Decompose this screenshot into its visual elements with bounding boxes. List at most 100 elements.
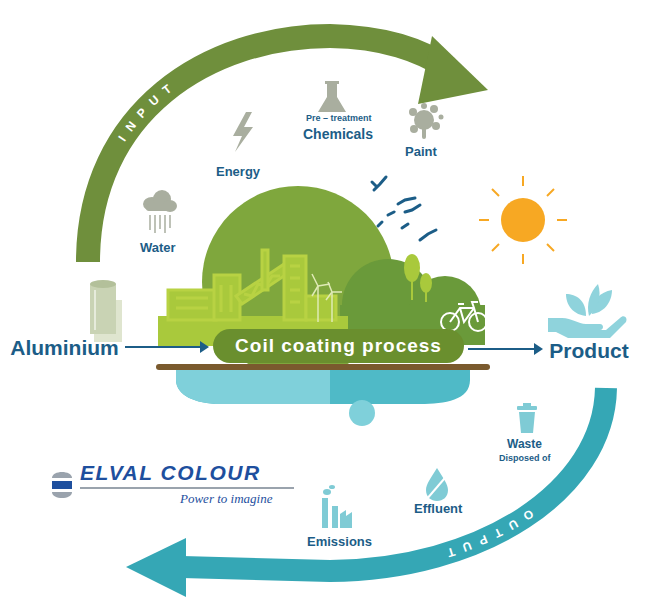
birds [372,177,436,240]
input-label: Water [140,241,176,255]
effluent-drop-icon [426,468,450,501]
flask-icon [318,81,346,112]
water-pool-part [176,370,470,404]
rain-cloud-icon-part [169,215,171,228]
aluminium-roll-icon-part [90,284,116,334]
factory-buildings-part [290,289,300,292]
sun-part [522,254,524,264]
input-label: Pre – treatment [306,114,372,124]
birds-part [398,198,415,204]
birds-part [402,224,408,228]
factory-buildings-part [262,250,268,290]
output-label: Waste [507,438,542,451]
sun-part [547,244,554,251]
aluminium-roll-icon-part [94,290,96,330]
sun-part [522,176,524,186]
factory-buildings-part [168,290,216,320]
emissions-factory-icon-part [322,498,328,528]
logo-mark-part [52,481,72,489]
factory-buildings-part [290,277,300,280]
factory-buildings-part [230,285,233,312]
arrow-head [534,343,543,355]
sun-part [492,244,499,251]
input-arrow-part [418,36,488,104]
waste-bin-icon [517,403,537,433]
waste-bin-icon-part [519,412,535,433]
birds-part [388,212,394,215]
paint-splat-icon-part [439,115,444,120]
birds-part [405,205,420,212]
emissions-factory-icon-part [332,506,338,528]
water-pool [176,370,470,426]
logo-text: ELVAL COLOUR [80,461,261,484]
factory-buildings [168,250,336,320]
paint-splat-icon [409,103,444,139]
sun-part [547,189,554,196]
birds-part [420,230,436,240]
birds-part [374,177,386,190]
paint-splat-icon-part [409,108,417,116]
sun-part [479,219,489,221]
process-band: Coil coating process [213,329,464,363]
sun-part [492,189,499,196]
wind-turbines-part [331,292,333,322]
output-label: Disposed of [499,454,551,464]
aluminium-roll-icon-part [94,300,122,342]
paint-splat-icon-part [421,103,427,109]
logo-mark-part [52,472,72,478]
landscape [158,186,485,378]
rain-cloud-icon-part [150,215,170,233]
water-pool-part [176,370,330,404]
waste-bin-icon-part [523,403,531,406]
paint-splat-icon-part [422,127,426,139]
rain-cloud-icon [143,190,177,233]
sun [479,176,567,264]
aluminium-roll-icon-part [90,280,116,288]
wind-turbines [312,274,342,322]
sun-part [557,219,567,221]
input-label: Chemicals [303,127,373,142]
bicycle-part [450,302,478,322]
effluent-drop-icon-part [426,472,450,500]
flow-connector [125,346,201,348]
product-hand-icon-part [566,294,586,316]
product-hand-icon [548,284,627,338]
node-text: Product [549,339,629,363]
factory-buildings-part [176,297,208,300]
sun-part [501,198,545,242]
birds-part [372,182,376,186]
emissions-factory-icon-part [323,489,331,495]
rain-cloud-icon-part [149,215,151,230]
rain-cloud-icon-part [146,204,174,211]
wind-turbines-part [326,282,342,300]
input-material-node: Aluminium [8,334,121,363]
output-arrow-part [126,538,186,597]
factory-buildings-part [290,265,300,268]
rain-cloud-icon-part [154,215,156,233]
trees-part [411,278,413,300]
output-product-node: Product [547,337,631,366]
factory-buildings-part [290,301,300,304]
waste-bin-icon-part [517,406,537,410]
emissions-factory-icon-part [329,485,335,489]
output-label: Emissions [307,535,372,549]
flask-icon-part [325,81,339,84]
birds-part [378,222,382,226]
rain-cloud-icon-part [159,215,161,229]
factory-buildings-part [176,307,208,310]
emissions-factory-icon [322,485,352,528]
aluminium-roll-icon [90,280,122,342]
product-hand-icon-part [548,316,627,338]
paint-splat-icon-part [430,105,438,113]
paint-splat-icon-part [432,122,440,130]
arrow-label: INPUT [115,76,181,144]
wind-turbines-part [317,286,319,322]
arrow-head [200,341,209,353]
trees-part [425,290,427,302]
paint-splat-icon-part [410,125,418,133]
node-text: Aluminium [10,336,119,360]
flask-icon-part [318,84,346,112]
logo-mark-part [80,487,294,489]
emissions-factory-icon-part [340,510,352,528]
